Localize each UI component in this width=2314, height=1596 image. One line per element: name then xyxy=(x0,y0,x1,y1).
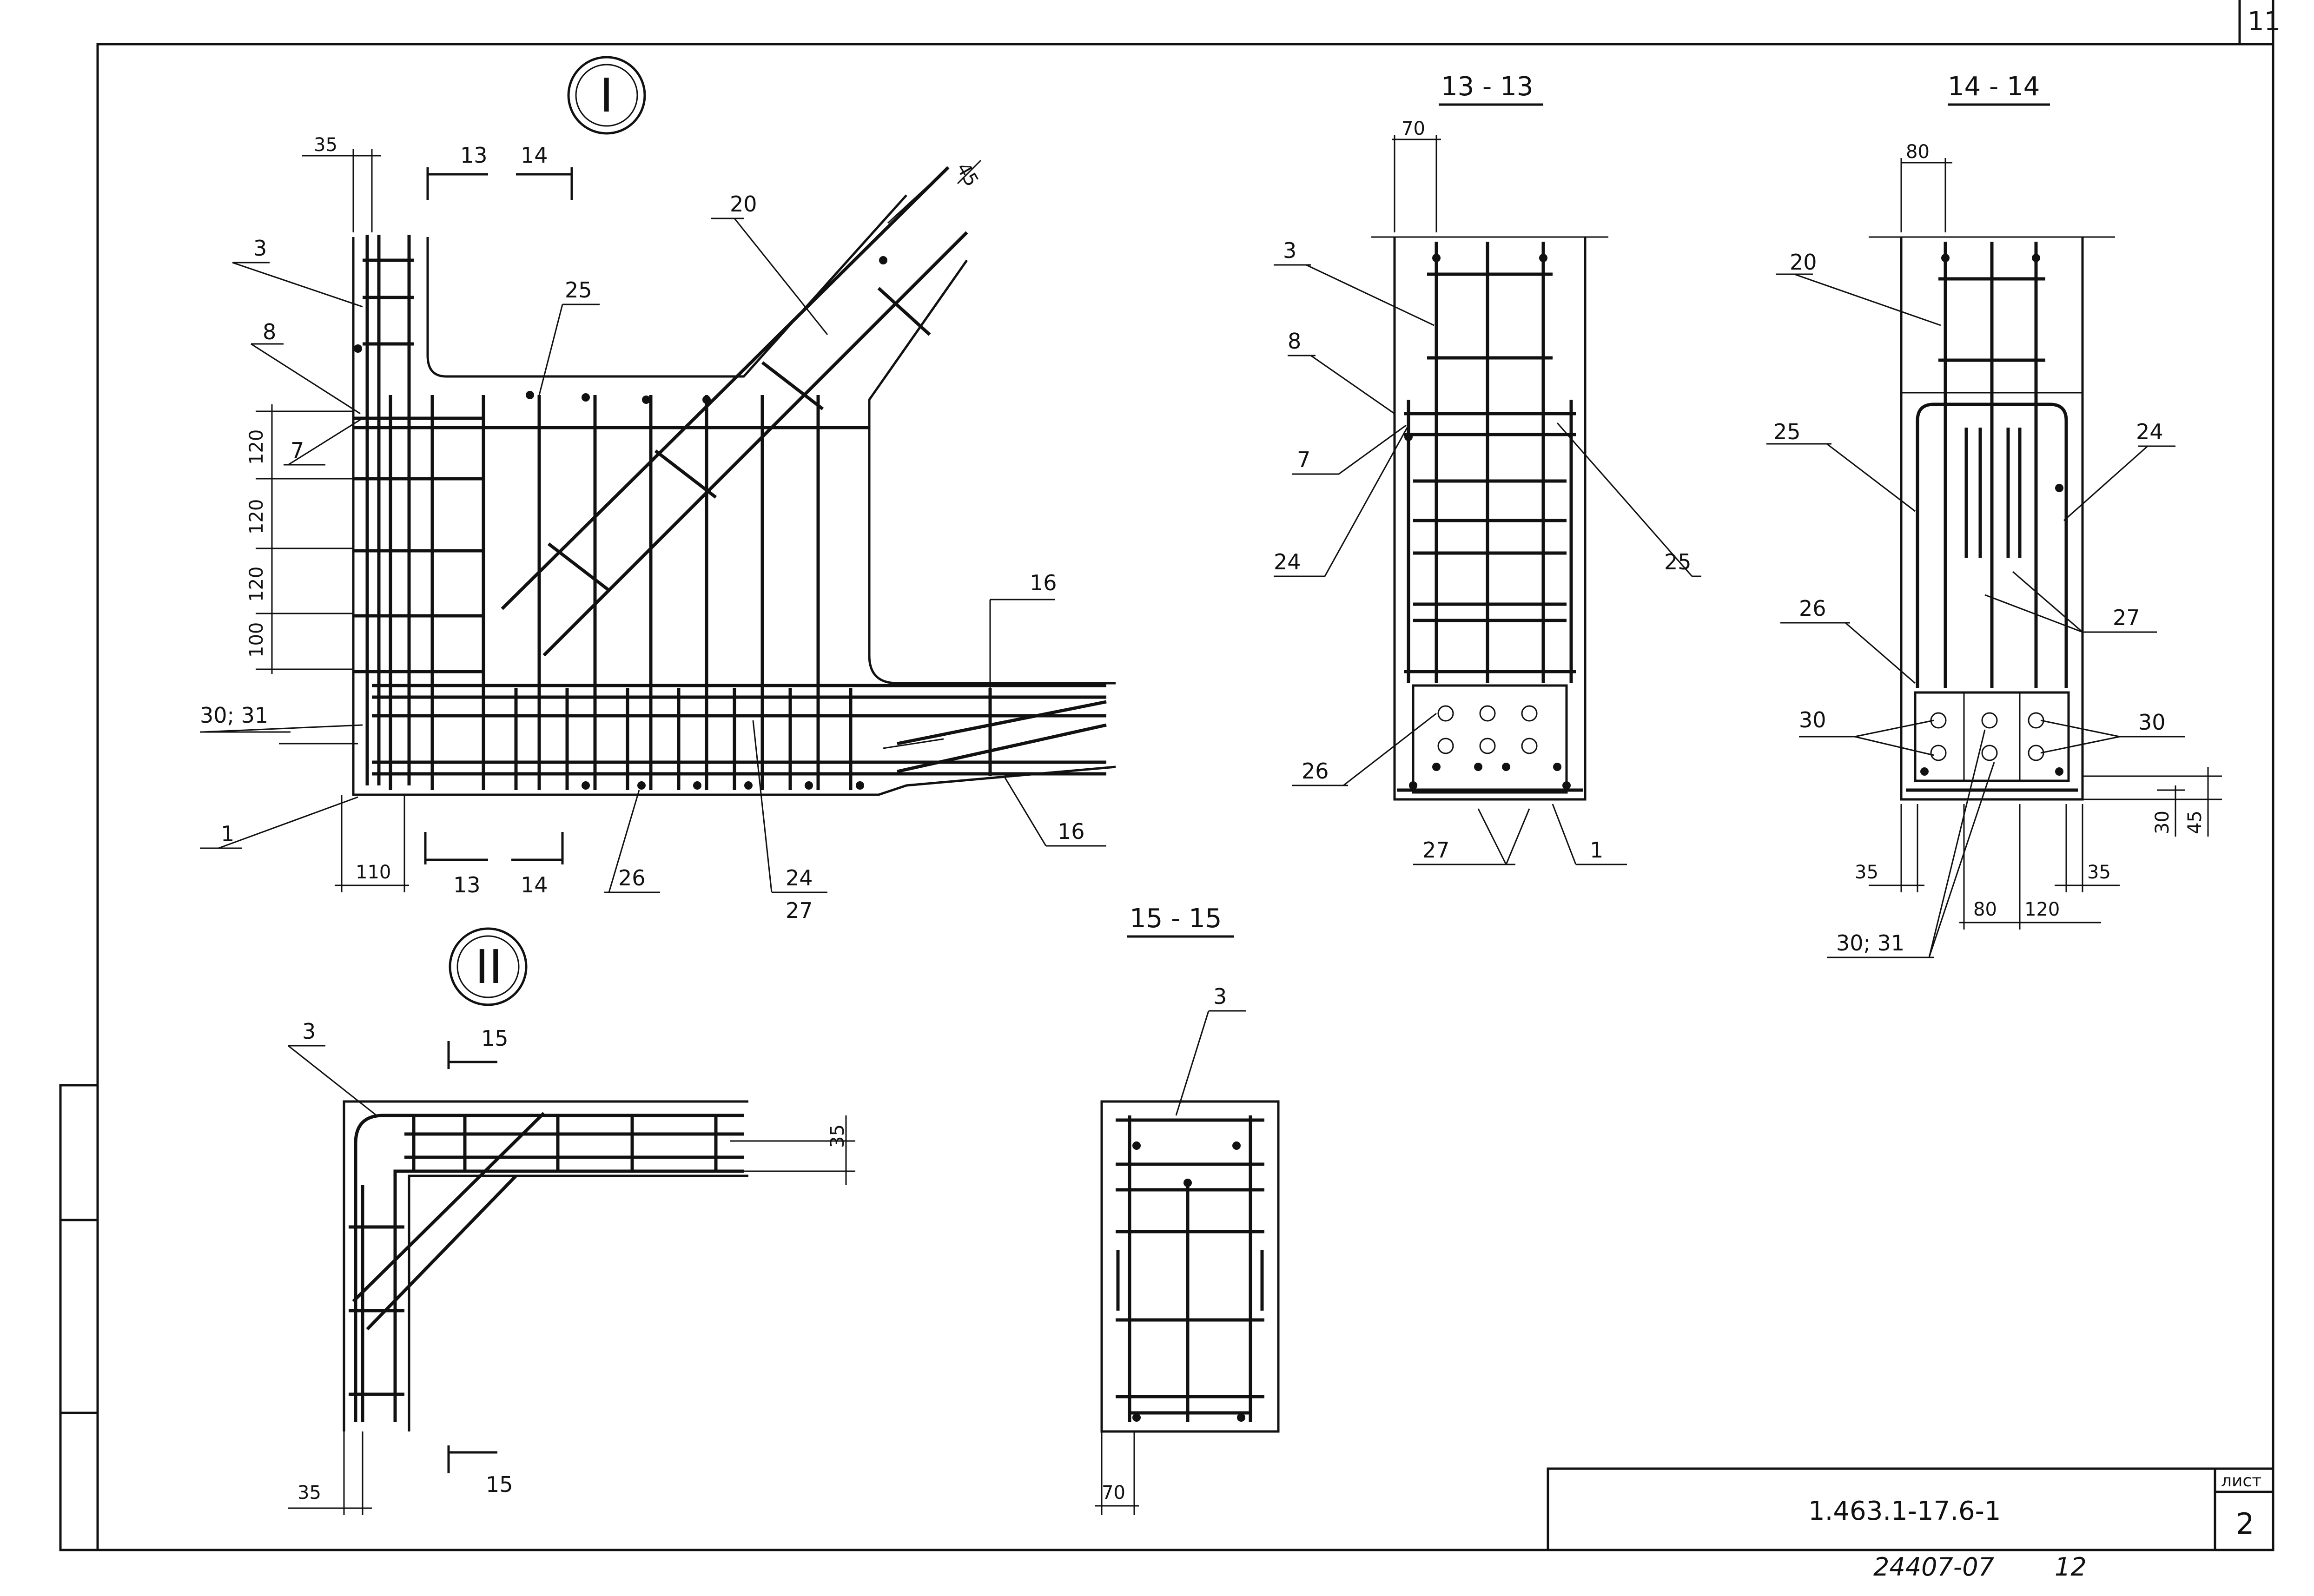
node-I-dim-35: 35 xyxy=(314,134,337,156)
node-II-dim-35-right: 35 xyxy=(827,1124,848,1148)
node-I-marker xyxy=(567,56,646,135)
section-13-label-8: 8 xyxy=(1288,329,1301,354)
node-I-label-20: 20 xyxy=(730,191,757,217)
section-13-label-1: 1 xyxy=(1590,838,1603,863)
node-I-label-1: 1 xyxy=(221,821,234,846)
section-14-dim-80-top: 80 xyxy=(1906,141,1930,163)
section-14-label-27: 27 xyxy=(2113,605,2140,630)
node-I-dim-120-1: 120 xyxy=(246,429,267,465)
section-14-label-20: 20 xyxy=(1790,250,1817,275)
section-13-label-26: 26 xyxy=(1302,758,1329,784)
section-13-title: 13 - 13 xyxy=(1441,72,1533,102)
node-I-drawing xyxy=(352,56,1116,796)
archive-page: 12 xyxy=(2055,1552,2087,1582)
node-I-label-16-top: 16 xyxy=(1030,570,1057,595)
section-14-label-30-31: 30; 31 xyxy=(1836,930,1904,956)
node-I-label-27: 27 xyxy=(786,898,813,923)
node-I-section-14-top: 14 xyxy=(521,143,548,168)
section-14-label-30-left: 30 xyxy=(1799,707,1826,732)
node-II-dim-35-left: 35 xyxy=(298,1482,321,1504)
section-14-dim-120: 120 xyxy=(2024,899,2060,920)
page-number: 11 xyxy=(2248,7,2281,37)
node-II-marker-label: II xyxy=(475,940,502,994)
node-I-label-3: 3 xyxy=(253,236,267,261)
section-15-drawing xyxy=(1095,935,1280,1515)
node-I-dim-100: 100 xyxy=(246,622,267,658)
sheet-frame xyxy=(59,0,2274,1551)
node-I-leaders xyxy=(200,218,1106,893)
section-14-dim-35-right: 35 xyxy=(2087,862,2111,883)
section-14-label-26: 26 xyxy=(1799,596,1826,621)
node-I-section-14-bottom: 14 xyxy=(521,872,548,897)
section-14-dim-45: 45 xyxy=(2184,811,2206,834)
archive-number: 24407-07 xyxy=(1873,1552,1994,1582)
node-I-dim-120-3: 120 xyxy=(246,567,267,602)
node-I-label-30-31: 30; 31 xyxy=(200,703,268,728)
node-I-label-7: 7 xyxy=(291,438,304,463)
node-I-dim-110: 110 xyxy=(356,862,391,883)
node-I-section-13-top: 13 xyxy=(460,143,488,168)
section-14-drawing xyxy=(1766,103,2222,958)
section-14-label-24: 24 xyxy=(2136,419,2163,444)
node-I-label-26: 26 xyxy=(618,865,646,890)
list-number: 2 xyxy=(2236,1507,2254,1541)
node-II-section-15-top: 15 xyxy=(481,1026,509,1051)
section-15-title: 15 - 15 xyxy=(1130,904,1222,934)
node-II-label-3: 3 xyxy=(302,1019,316,1044)
section-13-drawing xyxy=(1274,103,1701,865)
section-13-label-3: 3 xyxy=(1283,238,1296,263)
document-code: 1.463.1-17.6-1 xyxy=(1808,1496,2001,1526)
node-I-label-24: 24 xyxy=(786,865,813,890)
node-I-label-8: 8 xyxy=(263,319,276,344)
node-I-section-13-bottom: 13 xyxy=(453,872,481,897)
node-I-label-16-bottom: 16 xyxy=(1058,819,1085,844)
section-14-title: 14 - 14 xyxy=(1948,72,2040,102)
list-label: лист xyxy=(2221,1471,2261,1490)
node-I-dimension-lines xyxy=(256,149,982,892)
section-14-dim-80-bottom: 80 xyxy=(1973,899,1997,920)
section-15-label-3: 3 xyxy=(1213,984,1227,1009)
node-I-marker-label: I xyxy=(600,68,614,123)
node-I-label-25: 25 xyxy=(565,277,592,303)
section-14-label-25: 25 xyxy=(1773,419,1801,444)
section-13-label-27: 27 xyxy=(1422,838,1450,863)
section-14-dim-35-left: 35 xyxy=(1855,862,1878,883)
section-13-label-7: 7 xyxy=(1297,447,1310,472)
node-II-marker xyxy=(449,927,528,1006)
section-13-label-24: 24 xyxy=(1274,549,1301,574)
node-II-section-15-bottom: 15 xyxy=(486,1472,513,1497)
section-15-dim-70: 70 xyxy=(1102,1482,1125,1504)
node-I-section-marks xyxy=(424,167,573,864)
section-13-label-25: 25 xyxy=(1664,549,1692,574)
section-14-label-30-right: 30 xyxy=(2138,710,2166,735)
node-II-drawing xyxy=(288,927,855,1515)
section-14-dim-30: 30 xyxy=(2152,811,2173,834)
section-13-dim-70: 70 xyxy=(1402,118,1425,139)
node-I-dim-120-2: 120 xyxy=(246,499,267,534)
